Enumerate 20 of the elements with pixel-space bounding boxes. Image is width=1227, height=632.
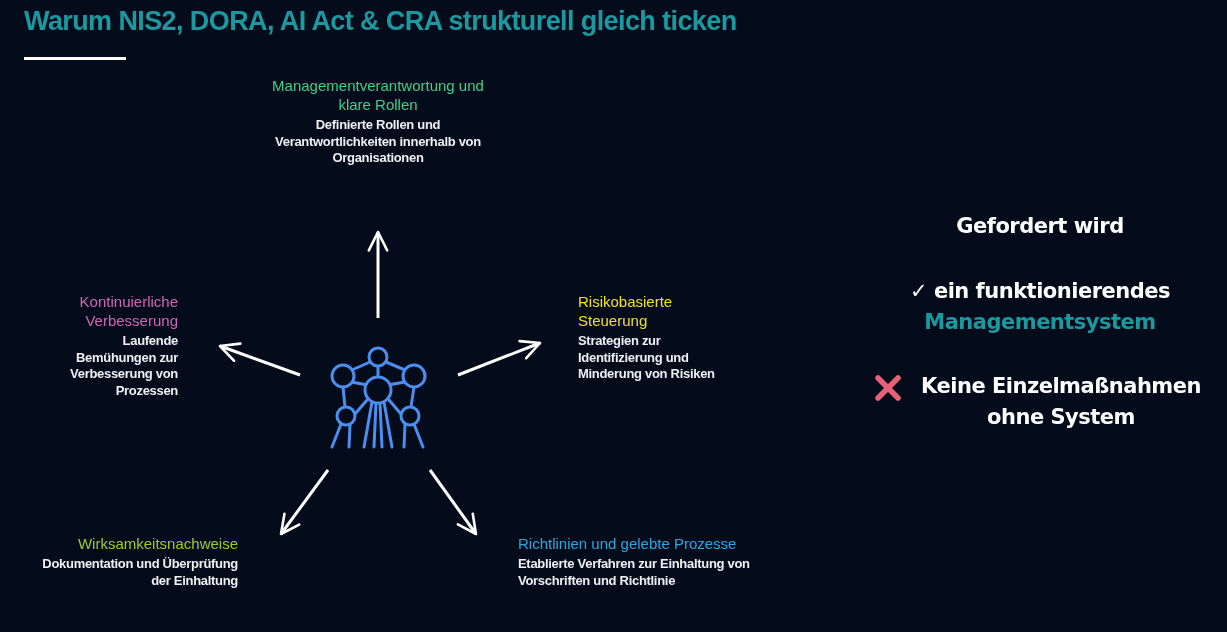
arrow: [367, 230, 389, 318]
pillar-heading: Risikobasierte Steuerung: [578, 292, 674, 330]
arrow: [218, 342, 301, 377]
pillar-description: Definierte Rollen und Verantwortlichkeiten innerhalb von Organisationen: [274, 117, 482, 167]
requirement-highlight: Managementsystem: [923, 309, 1157, 336]
pillar-description: Dokumentation und Überprüfung der Einhaltung: [41, 556, 238, 589]
title: Warum NIS2, DORA, AI Act & CRA strukturell gleich ticken: [24, 6, 737, 37]
exclusion-text: Keine Einzelmaßnahmen ohne System: [920, 373, 1202, 431]
pillar-description: Strategien zur Identifizierung und Minderung von Risiken: [578, 333, 716, 383]
pillar-description: Laufende Bemühungen zur Verbesserung von Prozessen: [69, 333, 178, 399]
requirement-heading: Gefordert wird: [955, 213, 1125, 240]
pillar-heading: Managementverantwortung und klare Rollen: [271, 76, 485, 114]
pillar-heading: Richtlinien und gelebte Prozesse: [518, 534, 738, 553]
pillar-heading: Wirksamkeitsnachweise: [76, 534, 238, 553]
arrow: [457, 339, 542, 377]
arrow: [279, 469, 330, 536]
arrow: [428, 469, 478, 536]
pillar-description: Etablierte Verfahren zur Einhaltung von Vorschriften und Richtlinie: [518, 556, 751, 589]
pillar-heading: Kontinuierliche Verbesserung: [78, 292, 178, 330]
requirement-text: ✓ ein funktionierendes: [909, 278, 1171, 305]
